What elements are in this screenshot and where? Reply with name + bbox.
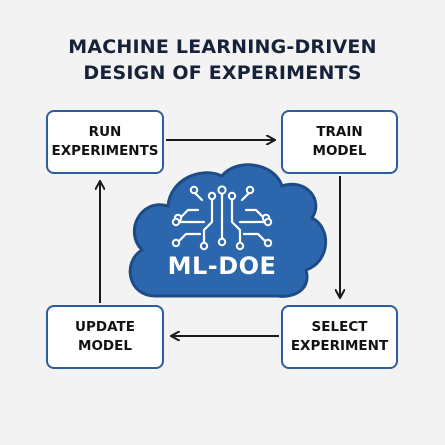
step-run-line-2: EXPERIMENTS — [51, 143, 159, 159]
step-update-line-1: UPDATE — [75, 319, 135, 335]
step-select-line-1: SELECT — [311, 319, 368, 335]
step-train-model: TRAIN MODEL — [281, 110, 398, 174]
cloud-shape — [128, 163, 327, 298]
step-update-line-2: MODEL — [78, 338, 132, 354]
circuit-nodes — [171, 185, 273, 251]
step-run-line-1: RUN — [88, 124, 122, 140]
diagram-title-line-2: DESIGN OF EXPERIMENTS — [83, 62, 362, 84]
step-select-experiment: SELECT EXPERIMENT — [281, 305, 398, 369]
diagram-title-line-1: MACHINE LEARNING-DRIVEN — [68, 36, 377, 58]
step-update-model: UPDATE MODEL — [46, 305, 164, 369]
step-run-experiments: RUN EXPERIMENTS — [46, 110, 164, 174]
cloud-label: ML-DOE — [167, 252, 277, 280]
step-train-line-1: TRAIN — [316, 124, 363, 140]
circuit-brain-icon — [176, 190, 268, 246]
step-select-line-2: EXPERIMENT — [290, 338, 389, 354]
step-train-line-2: MODEL — [312, 143, 367, 159]
